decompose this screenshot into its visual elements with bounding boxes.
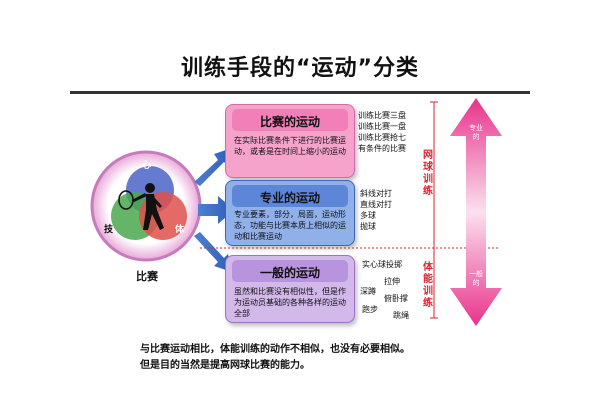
box-general-desc: 虽然和比赛没有相似性，但是作为运动员基础的各种各样的运动全部 bbox=[234, 287, 346, 318]
venn-caption: 比赛 bbox=[136, 270, 158, 283]
example-item: 抛球 bbox=[360, 222, 376, 231]
example-item: 拉伸 bbox=[384, 277, 400, 286]
example-item: 直线对打 bbox=[360, 200, 392, 209]
double-arrow bbox=[450, 98, 502, 326]
example-item: 跳绳 bbox=[393, 311, 409, 320]
box-match-exercise: 比赛的运动 在实际比赛条件下进行的比赛运动，或者是在时间上缩小的运动 bbox=[225, 104, 355, 178]
side-label-tennis: 网球训练 bbox=[423, 150, 433, 197]
footer-line-2: 但是目的当然是提高网球比赛的能力。 bbox=[140, 360, 310, 371]
box-match-desc: 在实际比赛条件下进行的比赛运动，或者是在时间上缩小的运动 bbox=[234, 136, 346, 156]
example-item: 有条件的比赛 bbox=[358, 144, 406, 153]
example-item: 实心球投掷 bbox=[362, 260, 402, 269]
box-general-title: 一般的运动 bbox=[259, 266, 320, 280]
divider-line bbox=[200, 247, 500, 249]
example-item: 训练比赛一盘 bbox=[358, 122, 406, 131]
venn-label-mind: 心 bbox=[142, 161, 152, 171]
racket-icon bbox=[118, 190, 134, 210]
footer-line-1: 与比赛运动相比，体能训练的动作不相似，也没有必要相似。 bbox=[140, 344, 410, 355]
tennis-player-icon bbox=[132, 183, 164, 230]
box-match-title: 比赛的运动 bbox=[259, 115, 320, 129]
box-special-exercise: 专业的运动 专业要素，部分，局面，运动形态，功能与比赛本质上相似的运动和比赛运动 bbox=[225, 180, 355, 246]
example-item: 俯卧撑 bbox=[384, 294, 408, 303]
arrow-label-general: 一般的 bbox=[469, 270, 483, 287]
side-bracket bbox=[430, 101, 438, 319]
title-underline bbox=[70, 91, 530, 94]
arrow-to-match bbox=[194, 148, 232, 186]
example-item: 训练比赛三盘 bbox=[358, 111, 406, 120]
box-special-title: 专业的运动 bbox=[259, 191, 320, 205]
example-item: 训练比赛抢七 bbox=[358, 133, 406, 142]
venn-diagram bbox=[90, 150, 202, 262]
example-item: 斜线对打 bbox=[360, 189, 392, 198]
example-item: 多球 bbox=[360, 211, 376, 220]
page-title: 训练手段的“运动”分类 bbox=[181, 56, 419, 81]
side-label-fitness: 体能训练 bbox=[423, 262, 433, 309]
example-item: 跑步 bbox=[362, 305, 378, 314]
venn-label-body: 体 bbox=[175, 225, 185, 235]
box-match-header bbox=[232, 109, 348, 131]
arrow-label-special: 专业的 bbox=[469, 124, 483, 141]
box-special-desc: 专业要素，部分，局面，运动形态，功能与比赛本质上相似的运动和比赛运动 bbox=[234, 210, 346, 241]
box-general-header bbox=[232, 260, 348, 282]
box-special-header bbox=[232, 185, 348, 207]
venn-label-skill: 技 bbox=[104, 225, 114, 235]
box-general-exercise: 一般的运动 虽然和比赛没有相似性，但是作为运动员基础的各种各样的运动全部 bbox=[225, 255, 355, 323]
example-item: 深蹲 bbox=[360, 287, 376, 296]
arrow-to-general bbox=[194, 232, 232, 272]
